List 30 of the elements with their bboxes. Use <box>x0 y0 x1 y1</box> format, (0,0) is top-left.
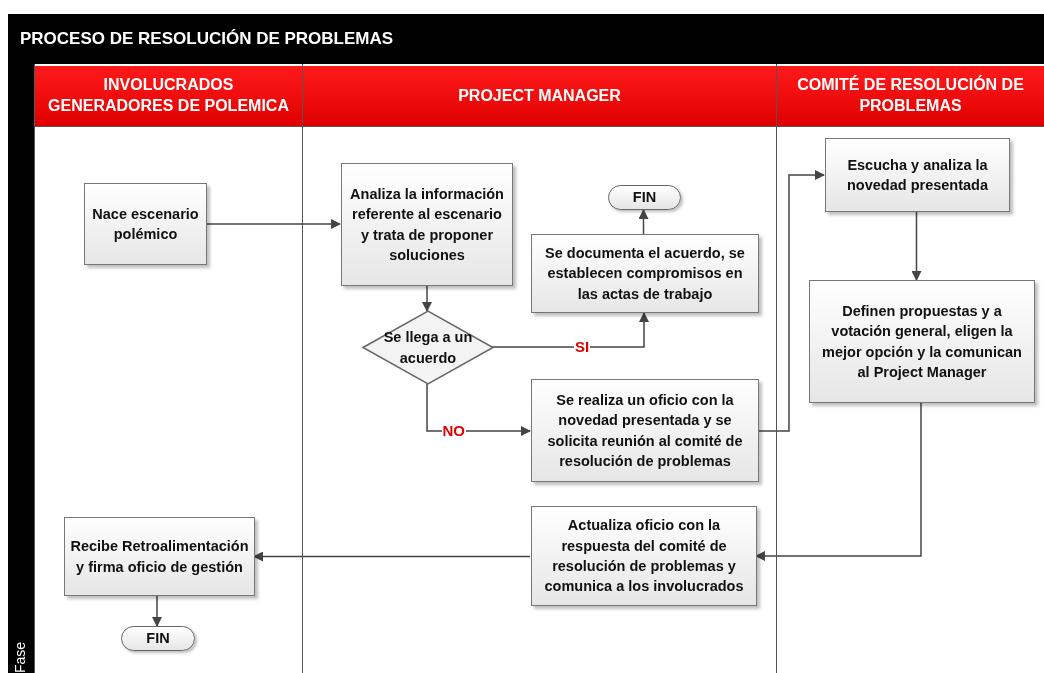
process-box: Definen propuestas y a votación general, eligen la mejor opción y la comunican al Project Manager <box>809 280 1035 403</box>
terminator: FIN <box>121 626 195 651</box>
swimlane <box>776 64 1044 673</box>
terminator: FIN <box>608 185 681 210</box>
arrow <box>911 211 922 281</box>
arrow <box>491 312 649 348</box>
arrow <box>422 285 432 312</box>
arrow <box>638 209 649 235</box>
process-box: Recibe Retroalimentación y firma oficio de gestión <box>64 517 255 596</box>
swimlane <box>302 64 776 673</box>
process-box: Se realiza un oficio con la novedad presentada y se solicita reunión al comité de resolución de problemas <box>531 379 759 482</box>
arrow <box>757 170 825 432</box>
arrow <box>253 551 531 562</box>
process-box: Actualiza oficio con la respuesta del comité de resolución de problemas y comunica a los involucrados <box>531 506 757 606</box>
arrow <box>755 402 922 561</box>
decision-diamond: Se llega a un acuerdo <box>363 311 493 384</box>
lane-header: INVOLUCRADOS GENERADORES DE POLEMICA <box>35 66 302 127</box>
edge-label: SI <box>574 339 591 355</box>
process-box: Escucha y analiza la novedad presentada <box>825 138 1010 212</box>
edge-label: NO <box>441 423 466 439</box>
process-box: Nace escenario polémico <box>84 183 207 265</box>
arrow <box>205 219 341 229</box>
lane-header: PROJECT MANAGER <box>303 66 776 127</box>
arrow <box>152 595 162 627</box>
phase-label: Fase <box>11 641 29 673</box>
swimlane <box>34 64 302 673</box>
process-box: Se documenta el acuerdo, se establecen compromisos en las actas de trabajo <box>531 234 759 313</box>
diagram-title: PROCESO DE RESOLUCIÓN DE PROBLEMAS <box>8 14 1044 64</box>
process-box: Analiza la información referente al escenario y trata de proponer soluciones <box>341 163 513 286</box>
lane-header: COMITÉ DE RESOLUCIÓN DE PROBLEMAS <box>777 66 1044 127</box>
